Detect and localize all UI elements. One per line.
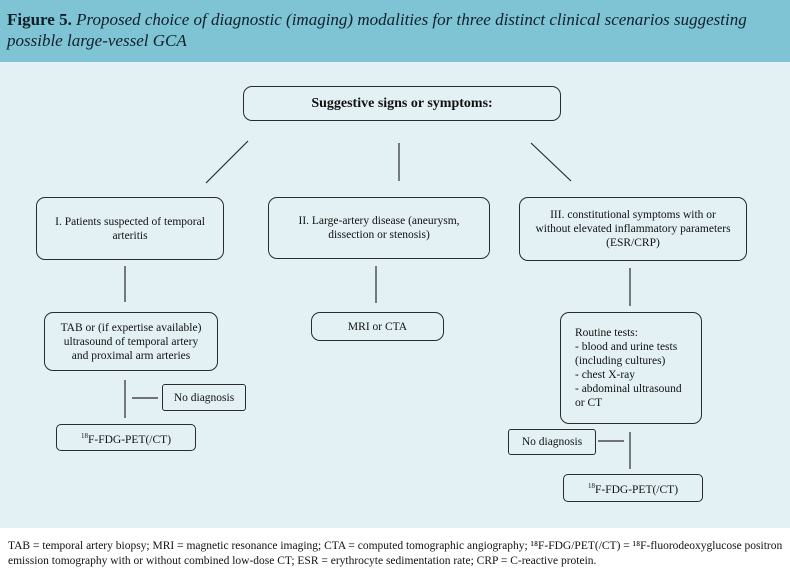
figure-caption-bar: Figure 5. Proposed choice of diagnostic … — [0, 0, 790, 62]
figure-caption: Figure 5. Proposed choice of diagnostic … — [7, 9, 777, 51]
scenario-1-label: I. Patients suspected of temporal arteri… — [55, 215, 205, 242]
scenario-1-no-diagnosis-label: No diagnosis — [173, 391, 235, 404]
scenario-1-test-node: TAB or (if expertise available) ultrasou… — [44, 312, 218, 371]
connector-root-to-1 — [205, 140, 249, 184]
figure-title: Proposed choice of diagnostic (imaging) … — [7, 10, 747, 50]
scenario-2-test-label: MRI or CTA — [347, 320, 408, 333]
scenario-3-no-diagnosis-node: No diagnosis — [508, 429, 596, 455]
root-node: Suggestive signs or symptoms: — [243, 86, 561, 121]
scenario-1-pet-node: 18F-FDG-PET(/CT) — [56, 424, 196, 451]
figure-label: Figure 5. — [7, 10, 72, 29]
connector-root-to-3 — [530, 142, 572, 182]
footnote-area: TAB = temporal artery biopsy; MRI = magn… — [0, 528, 790, 575]
scenario-3-no-diagnosis-label: No diagnosis — [521, 436, 583, 448]
scenario-3-node: III. constitutional symptoms with or wit… — [519, 197, 747, 261]
scenario-3-label: III. constitutional symptoms with or wit… — [535, 209, 731, 249]
scenario-3-pet-isotope: 18 — [587, 482, 595, 490]
scenario-3-pet-label: 18F-FDG-PET(/CT) — [588, 479, 678, 497]
scenario-2-label: II. Large-artery disease (aneurysm, diss… — [298, 215, 460, 241]
scenario-1-pet-isotope: 18 — [80, 431, 88, 440]
scenario-3-pet-node: 18F-FDG-PET(/CT) — [563, 474, 703, 502]
scenario-3-test-label: Routine tests: - blood and urine tests (… — [575, 327, 682, 409]
scenario-2-node: II. Large-artery disease (aneurysm, diss… — [268, 197, 490, 259]
scenario-1-pet-label: 18F-FDG-PET(/CT) — [81, 429, 171, 447]
root-node-label: Suggestive signs or symptoms: — [311, 95, 493, 111]
scenario-1-no-diagnosis-node: No diagnosis — [162, 384, 246, 411]
scenario-2-test-node: MRI or CTA — [311, 312, 444, 341]
scenario-3-pet-text: F-FDG-PET(/CT) — [594, 484, 679, 496]
scenario-1-test-label: TAB or (if expertise available) ultrasou… — [60, 321, 202, 362]
footnote-text: TAB = temporal artery biopsy; MRI = magn… — [8, 540, 783, 567]
scenario-3-test-node: Routine tests: - blood and urine tests (… — [560, 312, 702, 424]
scenario-1-pet-text: F-FDG-PET(/CT) — [87, 433, 172, 446]
scenario-1-node: I. Patients suspected of temporal arteri… — [36, 197, 224, 260]
